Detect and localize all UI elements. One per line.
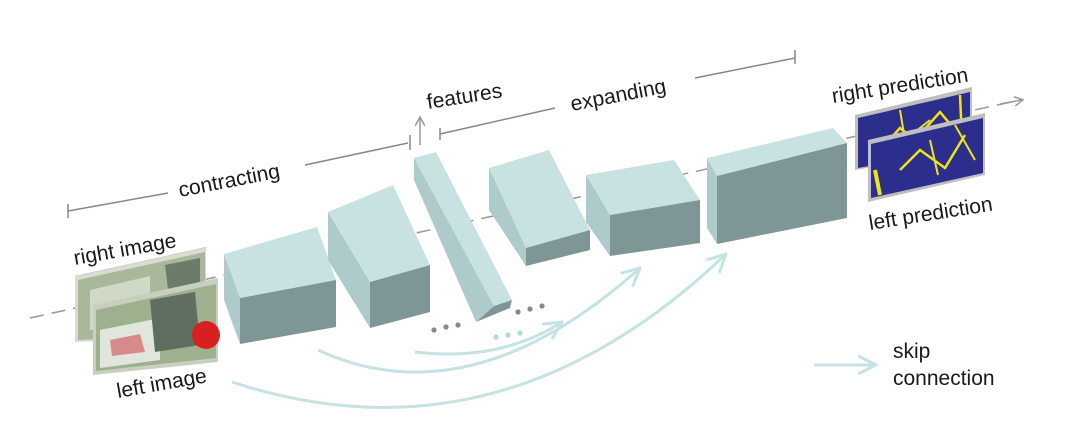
legend: skip connection xyxy=(814,340,995,390)
skip-arrow-1 xyxy=(414,322,562,356)
legend-line-2: connection xyxy=(893,367,995,390)
left-image xyxy=(93,278,220,375)
decoder-block-3 xyxy=(707,128,847,244)
encoder-block-2 xyxy=(328,185,430,328)
ellipsis-dots xyxy=(431,303,545,340)
skip-arrow-2 xyxy=(317,268,640,374)
features-label: features xyxy=(425,79,504,114)
expanding-bracket xyxy=(439,50,796,140)
encoder-block-1 xyxy=(224,227,336,344)
expanding-label: expanding xyxy=(569,75,669,116)
contracting-label: contracting xyxy=(177,160,282,202)
decoder-block-1 xyxy=(489,150,590,266)
left-prediction xyxy=(868,113,985,202)
skip-connections xyxy=(231,254,726,409)
decoder-block-2 xyxy=(586,160,700,256)
skip-arrow-3 xyxy=(231,254,726,409)
bottleneck-features-block xyxy=(414,152,512,322)
contracting-bracket xyxy=(67,135,411,218)
legend-line-1: skip xyxy=(893,340,930,363)
left-prediction-label: left prediction xyxy=(867,193,994,235)
